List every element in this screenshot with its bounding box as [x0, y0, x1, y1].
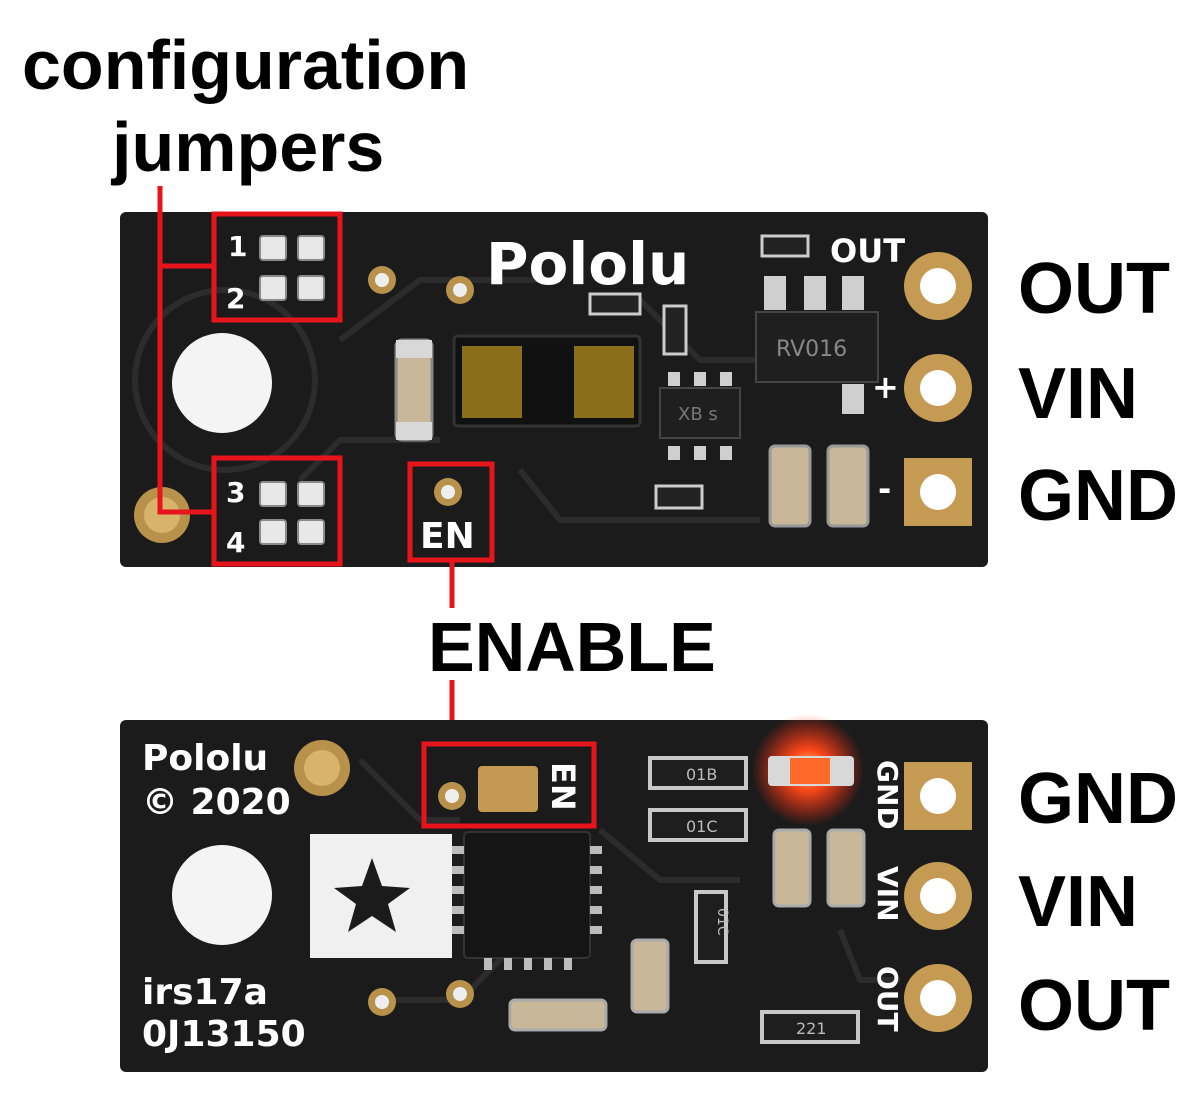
jumper-num-1: 1 [228, 230, 247, 263]
top-out-silk: OUT [830, 232, 905, 270]
sensor-receiver [574, 346, 634, 418]
jumper-pads [259, 235, 325, 545]
top-pin-label-vin: VIN [1018, 354, 1139, 434]
top-resistor-c [760, 234, 810, 258]
bottom-resistor-1-marking: 01B [686, 765, 717, 784]
top-pin-label-out: OUT [1018, 249, 1170, 329]
bottom-cap-1 [772, 828, 812, 908]
bottom-gnd-silk: GND [871, 760, 904, 830]
bottom-resistor-4-marking: 221 [796, 1019, 827, 1038]
bottom-logo: Pololu [142, 738, 268, 779]
bottom-en-pad [478, 766, 538, 812]
bottom-mount-hole [172, 845, 272, 945]
top-regulator [755, 311, 879, 383]
bottom-main-ic [463, 831, 591, 959]
bottom-vias [368, 782, 474, 1016]
bottom-resistor-2 [648, 808, 748, 842]
jumper-num-4: 4 [226, 526, 245, 559]
bottom-resistor-2-marking: 01C [686, 817, 718, 836]
top-regulator-marking: RV016 [776, 337, 847, 362]
top-minus-silk: - [878, 470, 891, 508]
bottom-pin-pads [904, 762, 972, 1032]
top-resistor-b [662, 304, 688, 356]
top-small-ic-pins [668, 372, 732, 460]
jumper-num-2: 2 [226, 282, 245, 315]
top-out-cap-2 [826, 444, 870, 528]
top-mount-hole [172, 333, 272, 433]
bottom-main-ic-pins [452, 846, 602, 970]
top-resistor-d [654, 484, 704, 510]
sensor-emitter [462, 346, 522, 418]
highlight-en-bottom [421, 741, 597, 829]
bottom-serial: 0J13150 [142, 1014, 306, 1055]
top-resistor-a [588, 292, 642, 316]
bottom-resistor-3-marking: 01C [714, 908, 730, 936]
star-icon [334, 858, 410, 932]
bottom-board: Pololu © 2020 irs17a 0J13150 [120, 714, 988, 1072]
top-pin-label-gnd: GND [1018, 456, 1178, 536]
config-label-line2: jumpers [112, 108, 385, 186]
top-regulator-pins [764, 276, 864, 414]
top-en-silk: EN [420, 516, 475, 557]
bottom-resistor-4 [760, 1010, 860, 1044]
top-small-ic-marking: XB s [678, 404, 718, 425]
bottom-model: irs17a [142, 972, 268, 1013]
enable-label: ENABLE [428, 608, 716, 686]
top-small-ic [659, 387, 741, 439]
led-lens [790, 758, 830, 784]
top-board: 1 2 3 4 Pololu OUT + - [120, 212, 988, 567]
bottom-pin-label-gnd: GND [1018, 759, 1178, 839]
bottom-copyright: © 2020 [142, 782, 291, 823]
jumper-num-3: 3 [226, 476, 245, 509]
top-logo: Pololu [486, 230, 689, 298]
bottom-cap-4 [508, 998, 608, 1032]
bottom-cap-3 [630, 938, 670, 1014]
top-pin-pads [904, 252, 972, 526]
bottom-en-silk: EN [544, 762, 582, 811]
bottom-pin-label-out: OUT [1018, 966, 1170, 1046]
config-label-line1: configuration [22, 26, 470, 104]
bottom-pin-label-vin: VIN [1018, 862, 1139, 942]
bottom-resistor-3 [694, 890, 728, 964]
bottom-cap-2 [826, 828, 866, 908]
top-out-cap-1 [768, 444, 812, 528]
bottom-resistor-1 [648, 756, 748, 790]
top-vias [368, 266, 474, 506]
bottom-out-silk: OUT [871, 966, 904, 1032]
bottom-vin-silk: VIN [871, 866, 904, 922]
